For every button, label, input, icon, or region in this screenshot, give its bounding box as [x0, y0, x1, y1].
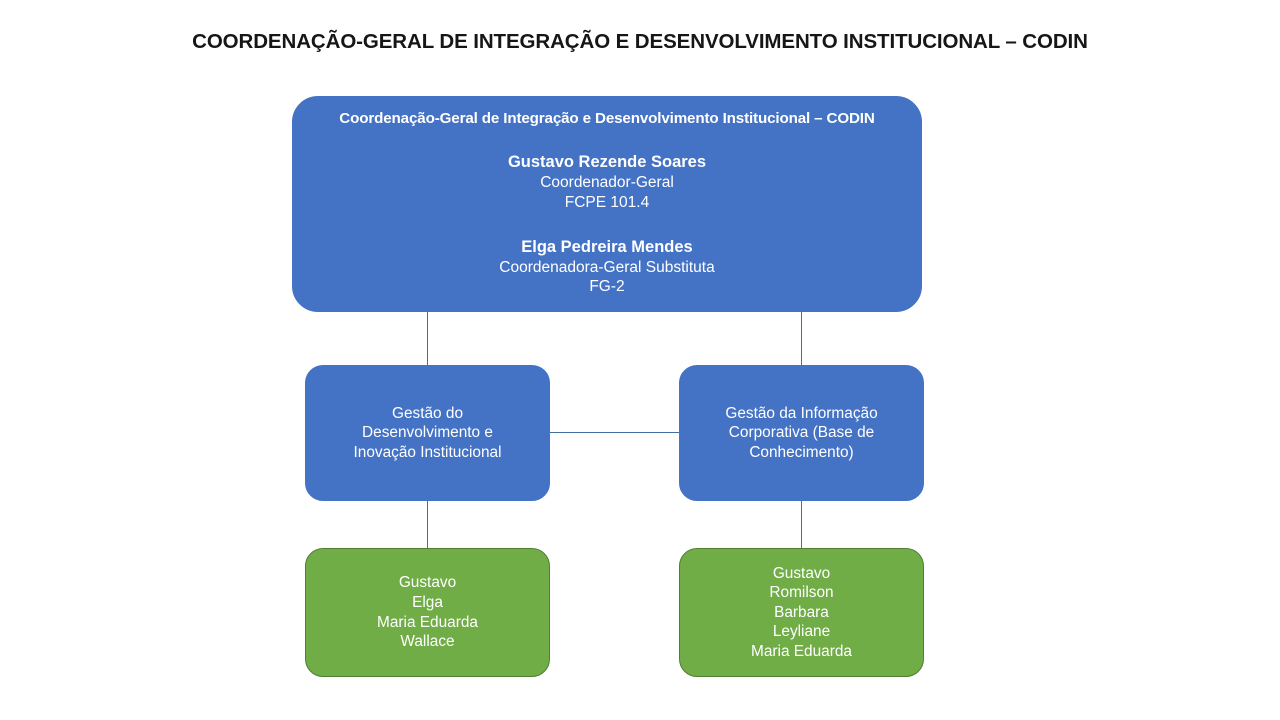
connector-root-to-mid-left [427, 312, 428, 365]
team-member-name: Gustavo [398, 574, 457, 592]
team-member-name: Wallace [400, 633, 455, 651]
org-node-root[interactable]: Coordenação-Geral de Integração e Desenv… [292, 96, 922, 312]
connector-mid-right-to-leaf-right [801, 501, 802, 549]
person-code: FG-2 [589, 278, 625, 296]
person-role: Coordenadora-Geral Substituta [499, 258, 715, 276]
connector-mid-left-to-leaf-left [427, 501, 428, 549]
person-name: Gustavo Rezende Soares [507, 153, 707, 172]
person-code: FCPE 101.4 [564, 193, 650, 211]
team-member-name: Maria Eduarda [751, 642, 852, 660]
unit-label-line: Inovação Institucional [353, 443, 502, 461]
person-name: Elga Pedreira Mendes [521, 237, 693, 256]
team-member-name: Barbara [774, 603, 829, 621]
root-person-primary: Gustavo Rezende Soares Coordenador-Geral… [508, 152, 706, 212]
unit-label-line: Gestão da Informação [725, 404, 878, 422]
org-node-team-right[interactable]: Gustavo Romilson Barbara Leyliane Maria … [679, 548, 924, 677]
root-node-heading: Coordenação-Geral de Integração e Desenv… [339, 110, 875, 127]
team-member-name: Elga [412, 593, 443, 611]
connector-root-to-mid-right [801, 312, 802, 365]
page-title: COORDENAÇÃO-GERAL DE INTEGRAÇÃO E DESENV… [192, 30, 1088, 53]
team-member-name: Maria Eduarda [377, 613, 478, 631]
unit-label-line: Desenvolvimento e [362, 424, 493, 442]
root-person-substitute: Elga Pedreira Mendes Coordenadora-Geral … [499, 237, 714, 297]
org-node-unit-left[interactable]: Gestão do Desenvolvimento e Inovação Ins… [305, 365, 550, 501]
org-node-team-left[interactable]: Gustavo Elga Maria Eduarda Wallace [305, 548, 550, 677]
unit-label-line: Corporativa (Base de [728, 424, 875, 442]
person-role: Coordenador-Geral [540, 174, 674, 192]
team-member-name: Romilson [769, 584, 834, 602]
org-node-unit-right[interactable]: Gestão da Informação Corporativa (Base d… [679, 365, 924, 501]
connector-mid-left-to-mid-right [550, 432, 679, 433]
team-member-name: Leyliane [772, 623, 831, 641]
team-member-name: Gustavo [772, 564, 831, 582]
unit-label-line: Conhecimento) [749, 443, 854, 461]
unit-label-line: Gestão do [391, 404, 464, 422]
